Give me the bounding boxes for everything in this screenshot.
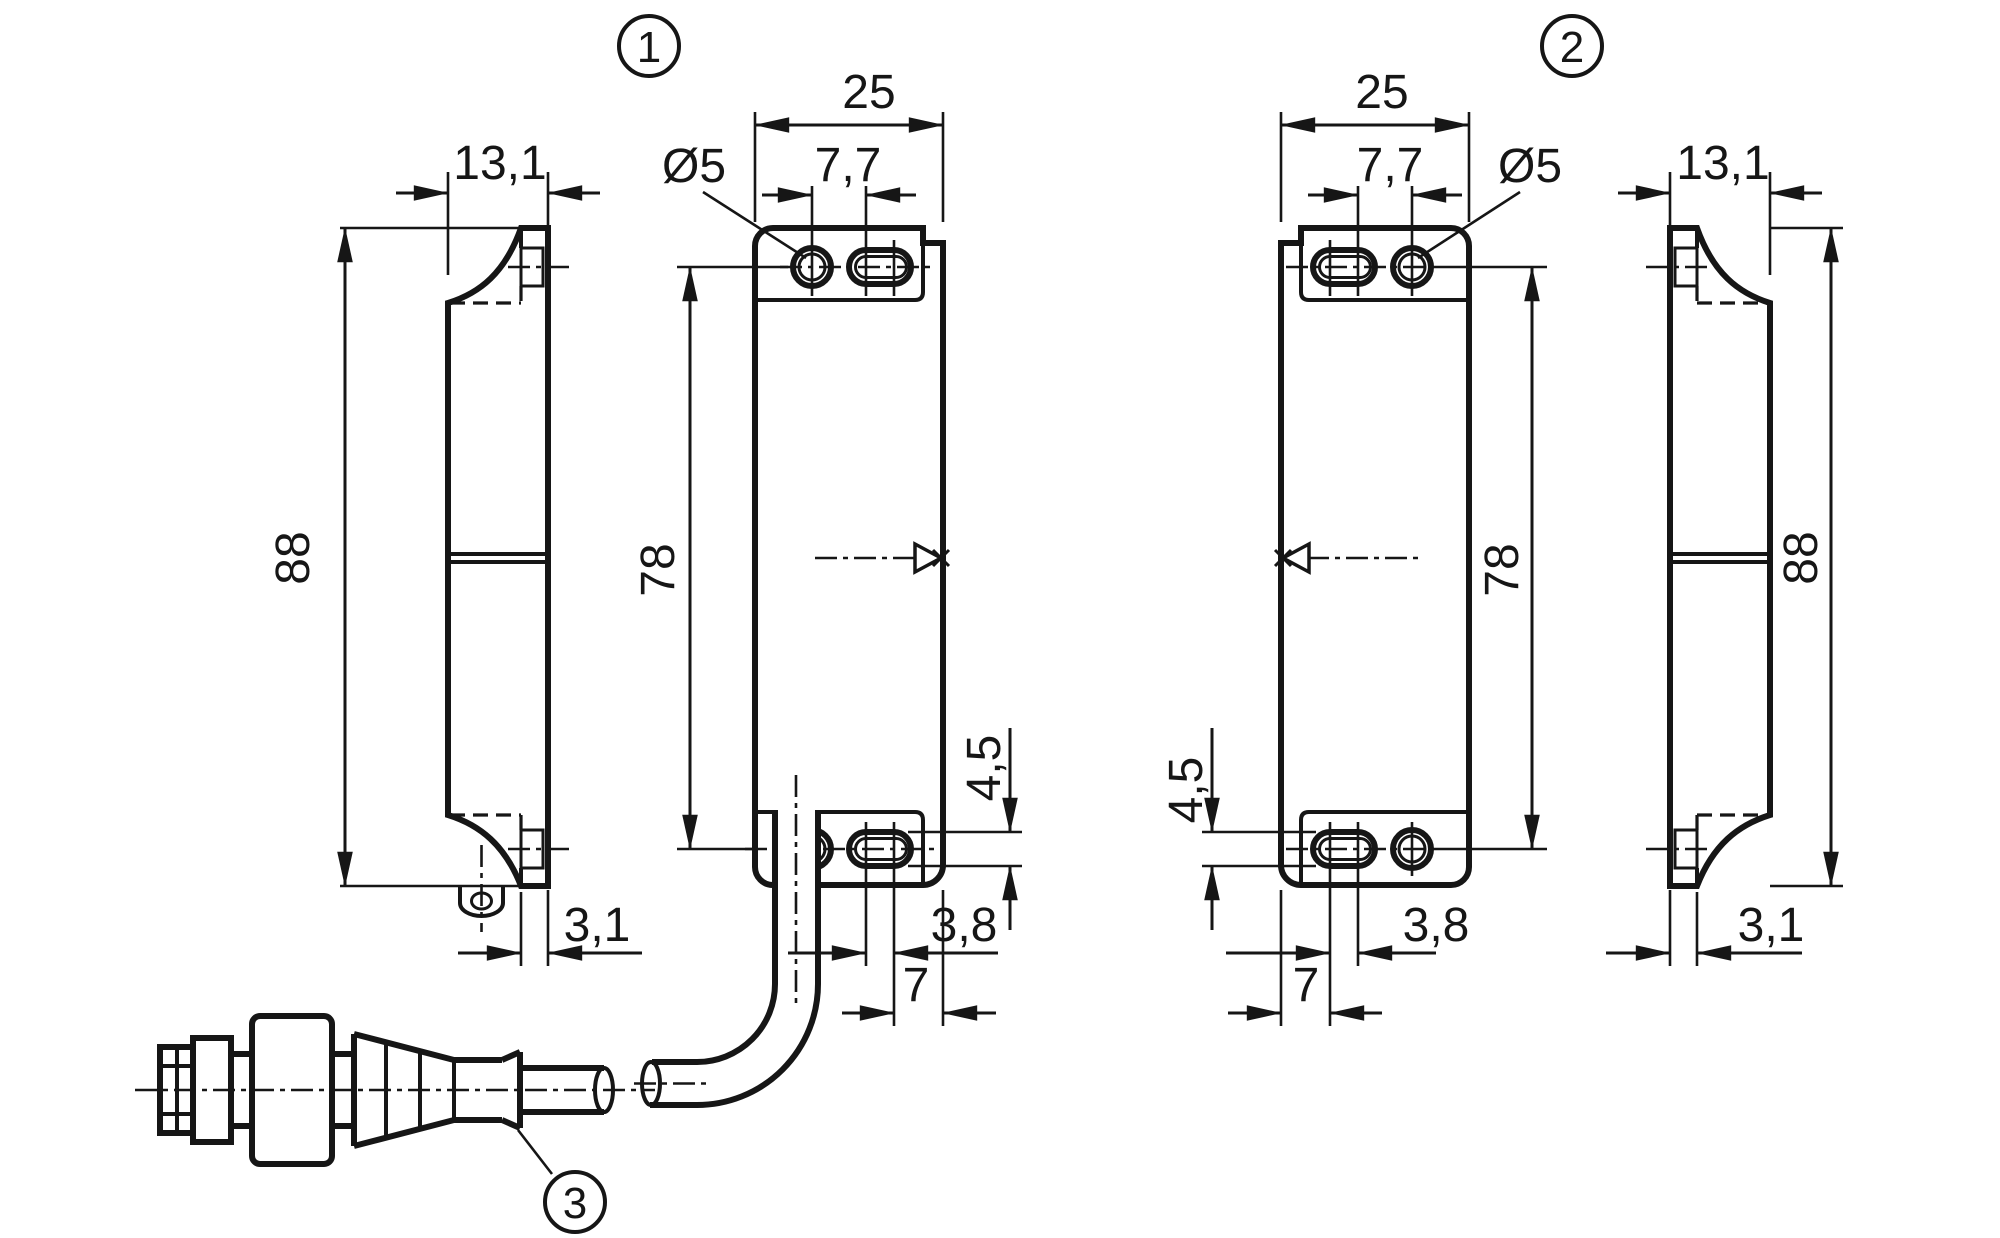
dim-hole-span-2: 78 — [1476, 543, 1529, 596]
callout-1-label: 1 — [637, 23, 661, 72]
dim-side-width-1: 13,1 — [453, 137, 546, 190]
view1-side-view — [445, 225, 572, 932]
connector-cable — [520, 1065, 604, 1115]
housing-split-line — [448, 552, 548, 564]
view2-side-view — [1646, 225, 1773, 889]
hole-centerlines — [508, 265, 572, 851]
connector-cable-cut-end — [593, 1066, 615, 1114]
leader-line-dia-2 — [1417, 190, 1521, 260]
top-hole-ticks — [810, 186, 896, 296]
dim-height-1: 88 — [267, 531, 320, 584]
dim-edge-offset-2: 7 — [1293, 959, 1320, 1012]
optical-axis-icon-2 — [1273, 541, 1420, 575]
front-body-outline-2 — [1278, 225, 1472, 888]
dim-width-1: 25 — [842, 66, 895, 119]
cable-connector — [135, 1013, 655, 1175]
dim-slot-width-1: 4,5 — [958, 735, 1011, 802]
side-profile-outline-2 — [1667, 225, 1773, 889]
dim-edge-offset-1: 7 — [903, 959, 930, 1012]
strain-relief-cone — [351, 1031, 455, 1149]
dim-hole-pitch-2: 7,7 — [1357, 139, 1424, 192]
hidden-edge-bottom — [450, 813, 523, 830]
view2-front-view — [1273, 186, 1472, 888]
strain-relief-sleeve — [454, 1049, 523, 1131]
view1-front-view — [634, 186, 951, 1108]
view1-dimensions: 13,1 88 25 7,7 Ø5 78 4,5 3,8 7 — [267, 66, 1022, 1026]
dim-side-width-2: 13,1 — [1676, 137, 1769, 190]
dim-slot-pitch-2: 3,8 — [1403, 899, 1470, 952]
callout-3: 3 — [543, 1170, 607, 1234]
callout-3-label: 3 — [563, 1179, 587, 1228]
leader-line-connector — [516, 1129, 554, 1175]
hidden-edge-top — [450, 286, 523, 305]
dim-back-step-2: 3,1 — [1738, 899, 1805, 952]
leader-line-dia-1 — [702, 190, 807, 260]
side-profile-outline — [445, 225, 551, 889]
optical-axis-icon — [815, 541, 951, 575]
front-body-outline — [752, 225, 946, 888]
mounting-slot-bottom — [846, 829, 914, 869]
callout-2-label: 2 — [1560, 23, 1584, 72]
dim-hole-pitch-1: 7,7 — [815, 139, 882, 192]
dim-hole-span-1: 78 — [632, 543, 685, 596]
dim-back-step-1: 3,1 — [564, 899, 631, 952]
callout-2: 2 — [1540, 14, 1604, 78]
top-bracket-edge — [755, 243, 925, 302]
dim-height-2: 88 — [1775, 531, 1828, 584]
dim-slot-pitch-1: 3,8 — [931, 899, 998, 952]
dim-width-2: 25 — [1355, 66, 1408, 119]
cable-view1 — [634, 775, 821, 1108]
callout-1: 1 — [617, 14, 681, 78]
view2-dimensions: 25 7,7 Ø5 78 4,5 3,8 7 13,1 88 — [1160, 66, 1843, 1026]
dim-hole-dia-1: Ø5 — [662, 140, 726, 193]
dim-hole-dia-2: Ø5 — [1498, 140, 1562, 193]
housing-split-line-2 — [1670, 552, 1770, 564]
dim-slot-width-2: 4,5 — [1160, 757, 1213, 824]
